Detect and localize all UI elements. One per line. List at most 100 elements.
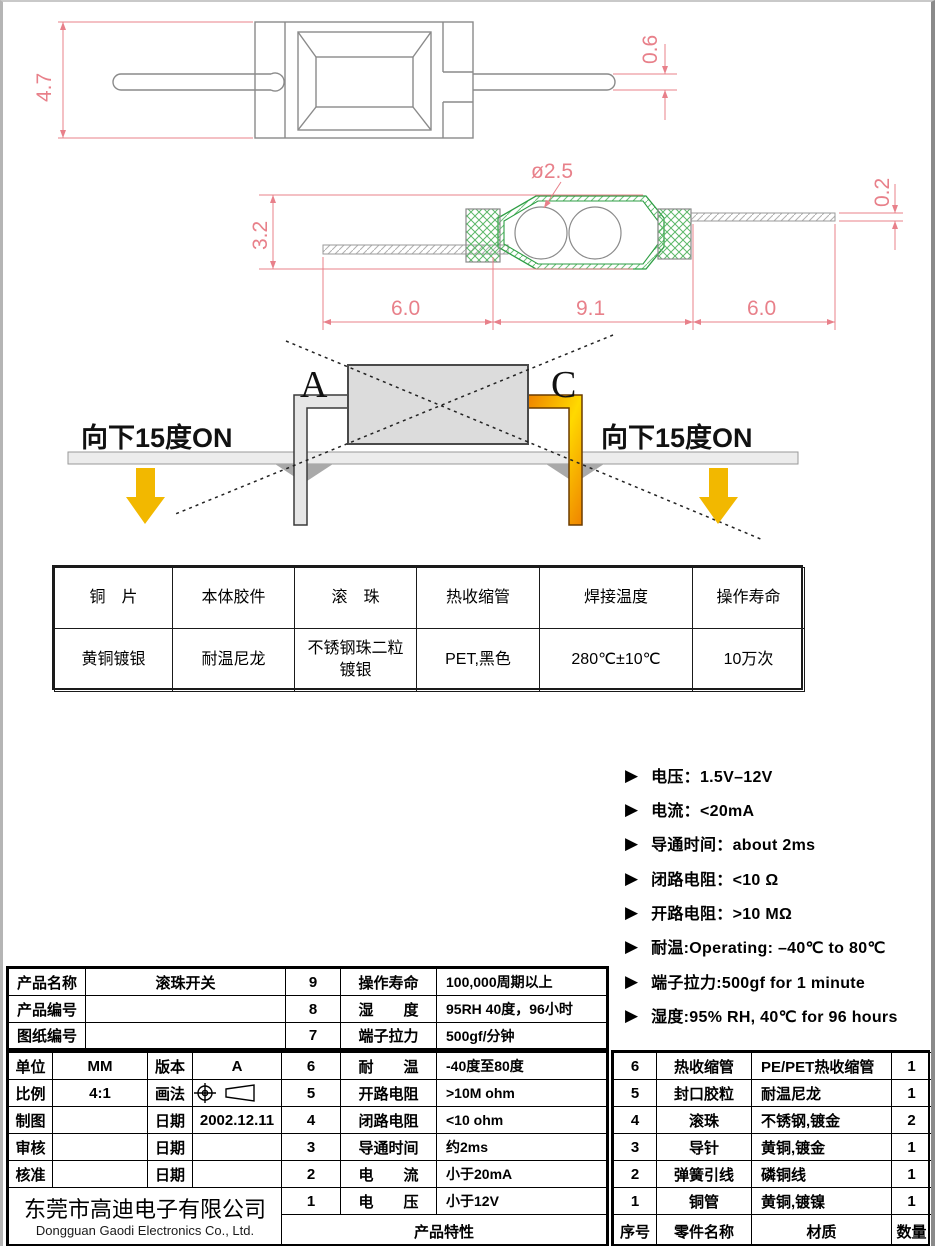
bullet-triangle-icon: ▶ <box>625 765 639 785</box>
parts-footer-material: 材质 <box>751 1214 892 1246</box>
part-qty: 1 <box>891 1160 931 1188</box>
feature-item: ▶电压：1.5V–12V <box>625 765 773 787</box>
bullet-triangle-icon: ▶ <box>625 1005 639 1025</box>
part-material: 不锈钢,镀金 <box>751 1106 892 1134</box>
tb-value: 4:1 <box>52 1079 148 1107</box>
info-label: 图纸编号 <box>8 1022 86 1049</box>
spec-label: 电 流 <box>340 1160 437 1188</box>
spec-num: 6 <box>281 1052 341 1080</box>
top-view-drawing: 4.7 0.6 <box>33 21 677 139</box>
spec-label: 湿 度 <box>340 995 437 1023</box>
tb-value <box>192 1133 282 1161</box>
part-qty: 2 <box>891 1106 931 1134</box>
part-num: 3 <box>613 1133 657 1161</box>
side-view-drawing: ø2.5 3.2 6.0 9.1 6.0 0.2 <box>249 160 903 330</box>
info-label: 产品编号 <box>8 995 86 1023</box>
capsule-body <box>465 195 692 270</box>
spec-label: 耐 温 <box>340 1052 437 1080</box>
parts-footer-qty: 数量 <box>891 1214 931 1246</box>
part-num: 5 <box>613 1079 657 1107</box>
feature-item: ▶电流：<20mA <box>625 799 755 821</box>
materials-value: 不锈钢珠二粒 镀银 <box>294 628 417 692</box>
tb-value <box>52 1160 148 1188</box>
info-label: 产品名称 <box>8 968 86 996</box>
part-name: 热收缩管 <box>656 1052 752 1080</box>
feature-item: ▶耐温:Operating: –40℃ to 80℃ <box>625 936 886 958</box>
feature-item: ▶导通时间：about 2ms <box>625 833 816 855</box>
dim-0-6: 0.6 <box>639 35 662 64</box>
part-qty: 1 <box>891 1079 931 1107</box>
materials-header: 铜 片 <box>54 567 173 629</box>
materials-value: 10万次 <box>692 628 805 692</box>
dim-3-2: 3.2 <box>249 221 272 250</box>
part-name: 滚珠 <box>656 1106 752 1134</box>
parts-footer-name: 零件名称 <box>656 1214 752 1246</box>
spec-table-footer: 产品特性 <box>281 1214 607 1246</box>
dim-ball-diameter: ø2.5 <box>531 160 573 183</box>
part-material: PE/PET热收缩管 <box>751 1052 892 1080</box>
materials-header: 操作寿命 <box>692 567 805 629</box>
spec-label: 电 压 <box>340 1187 437 1215</box>
bullet-triangle-icon: ▶ <box>625 833 639 853</box>
tb-label: 版本 <box>147 1052 193 1080</box>
down-arrow-left <box>126 468 165 524</box>
part-num: 1 <box>613 1187 657 1215</box>
tb-label: 单位 <box>8 1052 53 1080</box>
tilt-operation-diagram: A C 向下15度ON 向下15度ON <box>67 334 799 541</box>
materials-header: 热收缩管 <box>416 567 540 629</box>
top-view-dimensions <box>58 21 677 139</box>
info-value <box>85 1022 286 1049</box>
part-num: 4 <box>613 1106 657 1134</box>
tb-value <box>52 1106 148 1134</box>
spec-num: 9 <box>285 968 341 996</box>
tb-value: MM <box>52 1052 148 1080</box>
part-name: 导针 <box>656 1133 752 1161</box>
materials-header: 本体胶件 <box>172 567 295 629</box>
spec-value: 小于12V <box>436 1187 607 1215</box>
part-qty: 1 <box>891 1133 931 1161</box>
materials-header: 滚 珠 <box>294 567 417 629</box>
title-block-table: 单位 MM 版本 A 6 耐 温 -40度至80度 比例 4:1 画法 5 开路… <box>6 1050 609 1246</box>
feature-item: ▶闭路电阻：<10 Ω <box>625 868 779 890</box>
spec-label: 开路电阻 <box>340 1079 437 1107</box>
pcb-board <box>67 451 799 465</box>
spec-label: 闭路电阻 <box>340 1106 437 1134</box>
tb-label: 审核 <box>8 1133 53 1161</box>
spec-label: 端子拉力 <box>340 1022 437 1049</box>
parts-list-table: 6 热收缩管 PE/PET热收缩管 1 5 封口胶粒 耐温尼龙 1 4 滚珠 不… <box>611 1050 931 1246</box>
top-view-body <box>112 21 616 139</box>
projection-symbol <box>194 1083 255 1103</box>
spec-num: 2 <box>281 1160 341 1188</box>
product-info-table: 产品名称 滚珠开关 9 操作寿命 100,000周期以上 产品编号 8 湿 度 … <box>6 966 609 1051</box>
bullet-triangle-icon: ▶ <box>625 902 639 922</box>
tb-value: A <box>192 1052 282 1080</box>
feature-item: ▶开路电阻：>10 MΩ <box>625 902 793 924</box>
side-view-dimensions <box>259 181 903 330</box>
feature-item: ▶端子拉力:500gf for 1 minute <box>625 971 866 993</box>
tb-label: 日期 <box>147 1106 193 1134</box>
tb-label: 制图 <box>8 1106 53 1134</box>
info-value <box>85 995 286 1023</box>
materials-value: PET,黑色 <box>416 628 540 692</box>
company-name-en: Dongguan Gaodi Electronics Co., Ltd. <box>35 1222 255 1238</box>
feature-item: ▶湿度:95% RH, 40℃ for 96 hours <box>625 1005 898 1027</box>
part-num: 2 <box>613 1160 657 1188</box>
tilt-note-right: 向下15度ON <box>601 422 753 453</box>
dim-0-2: 0.2 <box>871 178 894 207</box>
spec-value: >10M ohm <box>436 1079 607 1107</box>
tilt-axis-lines <box>172 334 764 541</box>
bullet-triangle-icon: ▶ <box>625 868 639 888</box>
spec-value: -40度至80度 <box>436 1052 607 1080</box>
spec-num: 1 <box>281 1187 341 1215</box>
part-name: 弹簧引线 <box>656 1160 752 1188</box>
dim-6-0-right: 6.0 <box>747 297 776 320</box>
steel-ball-1 <box>514 206 568 260</box>
down-arrow-right <box>699 468 738 524</box>
dim-4-7: 4.7 <box>33 73 56 102</box>
materials-value: 耐温尼龙 <box>172 628 295 692</box>
steel-ball-2 <box>568 206 622 260</box>
part-material: 磷铜线 <box>751 1160 892 1188</box>
company-cell: 东莞市高迪电子有限公司 Dongguan Gaodi Electronics C… <box>8 1187 282 1246</box>
spec-value: 500gf/分钟 <box>436 1022 607 1049</box>
